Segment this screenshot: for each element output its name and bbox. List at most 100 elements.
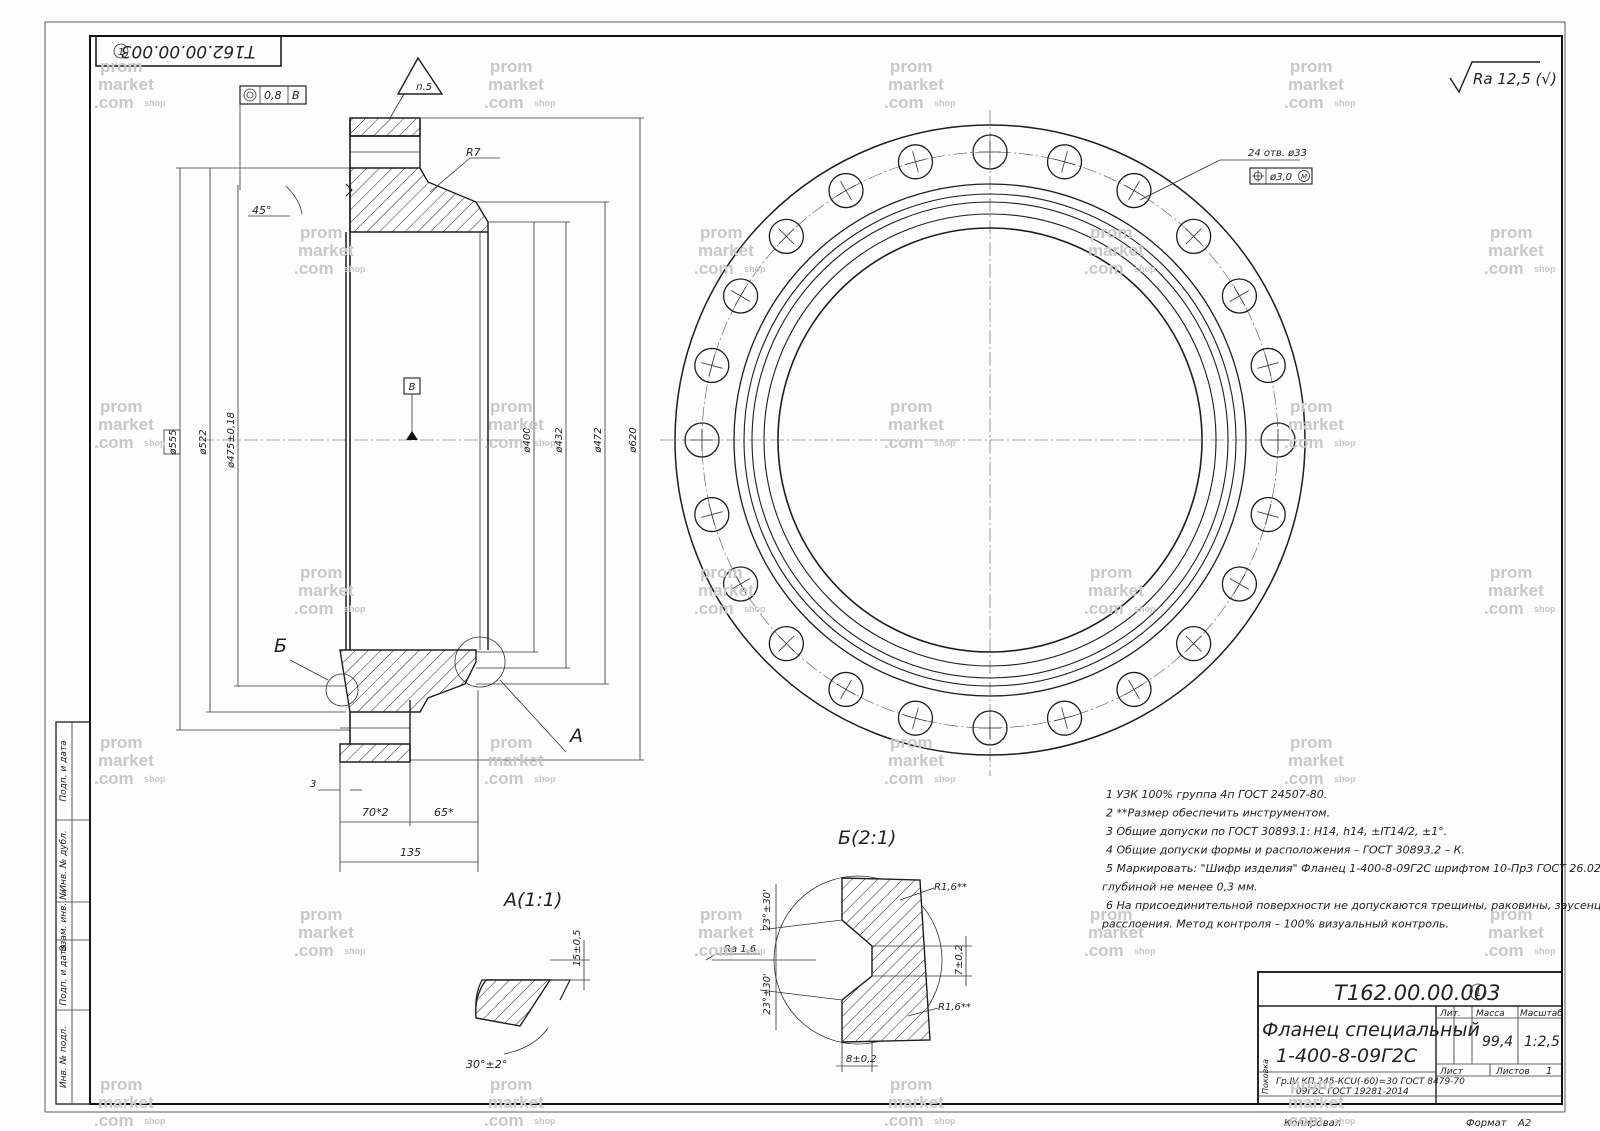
svg-text:shop: shop: [144, 438, 166, 448]
svg-text:shop: shop: [1534, 604, 1556, 614]
bolt-hole: [1116, 671, 1152, 708]
bolt-holes: [684, 134, 1296, 746]
svg-text:.com: .com: [884, 1111, 924, 1130]
svg-text:shop: shop: [1534, 946, 1556, 956]
svg-text:.com: .com: [694, 599, 734, 618]
svg-text:market: market: [1288, 1093, 1344, 1112]
svg-text:prom: prom: [890, 1075, 933, 1094]
sheet-label: Лист: [1439, 1067, 1464, 1077]
svg-text:market: market: [1088, 581, 1144, 600]
svg-text:shop: shop: [534, 438, 556, 448]
svg-text:shop: shop: [144, 1116, 166, 1126]
svg-text:.com: .com: [94, 93, 134, 112]
runout-tolerance-frame: 0,8 В: [239, 85, 307, 190]
bolt-hole: [1250, 496, 1286, 533]
svg-text:prom: prom: [1290, 57, 1333, 76]
bolt-hole: [972, 134, 1008, 170]
note-line: 2 **Размер обеспечить инструментом.: [1106, 807, 1330, 820]
detail-b-roughness: Ra 1,6: [724, 944, 756, 955]
svg-text:п.5: п.5: [416, 82, 432, 93]
bolt-hole: [722, 278, 759, 314]
svg-text:.com: .com: [94, 1111, 134, 1130]
svg-text:.com: .com: [694, 941, 734, 960]
bolt-hole: [694, 496, 730, 533]
svg-text:shop: shop: [934, 438, 956, 448]
svg-text:prom: prom: [100, 397, 143, 416]
svg-text:market: market: [298, 923, 354, 942]
svg-text:market: market: [698, 241, 754, 260]
svg-text:market: market: [298, 581, 354, 600]
position-tolerance: ø3,0: [1269, 172, 1292, 183]
svg-text:.com: .com: [484, 433, 524, 452]
dim-d475: ø475±0,18: [226, 412, 237, 469]
chamfer-angle-label: 45°: [252, 204, 272, 217]
general-roughness-sign: Ra 12,5 (√): [1449, 61, 1557, 94]
bolt-hole: [897, 144, 934, 180]
dim-d400: ø400: [522, 427, 533, 453]
svg-text:shop: shop: [1334, 98, 1356, 108]
svg-text:shop: shop: [1334, 438, 1356, 448]
bolt-hole: [1221, 278, 1258, 314]
dim-d620: ø620: [628, 427, 639, 453]
copied-label: Копировал: [1284, 1118, 1342, 1129]
svg-text:prom: prom: [490, 1075, 533, 1094]
dim-d522: ø522: [198, 429, 209, 455]
svg-text:prom: prom: [890, 733, 933, 752]
svg-text:prom: prom: [300, 563, 343, 582]
svg-text:.com: .com: [1484, 599, 1524, 618]
svg-text:market: market: [1088, 241, 1144, 260]
stamp-label: Подп. и дата: [59, 944, 69, 1005]
note-line: 3 Общие допуски по ГОСТ 30893.1: H14, h1…: [1106, 825, 1447, 838]
svg-text:market: market: [888, 751, 944, 770]
svg-text:shop: shop: [744, 264, 766, 274]
svg-text:prom: prom: [100, 733, 143, 752]
svg-text:prom: prom: [1490, 223, 1533, 242]
svg-text:market: market: [488, 751, 544, 770]
svg-text:prom: prom: [1090, 563, 1133, 582]
col-lit: Лит.: [1439, 1009, 1461, 1019]
inner-frame: [89, 35, 1563, 1105]
dim-70: 70*2: [362, 806, 389, 819]
general-roughness-label: Ra 12,5 (√): [1473, 70, 1557, 88]
svg-text:.com: .com: [484, 93, 524, 112]
svg-text:market: market: [888, 1093, 944, 1112]
svg-text:market: market: [1288, 415, 1344, 434]
svg-text:market: market: [1488, 581, 1544, 600]
svg-text:shop: shop: [744, 604, 766, 614]
svg-text:market: market: [888, 75, 944, 94]
detail-a-marker: А: [568, 725, 583, 747]
bolt-hole: [1175, 625, 1212, 662]
stamp-label: Инв. № подл.: [59, 1026, 69, 1088]
holes-callout: 24 отв. ø33: [1248, 148, 1307, 159]
flange-bore-circle: [777, 227, 1203, 653]
svg-text:market: market: [298, 241, 354, 260]
blank-label: Поковка: [1261, 1059, 1270, 1094]
svg-text:1: 1: [118, 47, 124, 58]
svg-text:shop: shop: [1334, 1116, 1356, 1126]
material-line1: Гр.IV КП 245-КСU(-60)=30 ГОСТ 8479-70: [1276, 1077, 1465, 1087]
svg-text:prom: prom: [300, 905, 343, 924]
bolt-hole: [828, 671, 864, 708]
svg-text:shop: shop: [934, 774, 956, 784]
flange-outer-circle: [674, 124, 1306, 756]
note-line: расслоения. Метод контроля – 100% визуал…: [1101, 918, 1449, 931]
detail-b-angle-top: 23°±30': [762, 889, 773, 931]
detail-b-radius-bottom: R1,6**: [938, 1002, 971, 1013]
datum-b-label: В: [409, 382, 416, 393]
note-line: 6 На присоединительной поверхности не до…: [1106, 899, 1600, 912]
svg-text:prom: prom: [100, 57, 143, 76]
bolt-hole: [768, 218, 805, 255]
svg-text:shop: shop: [144, 774, 166, 784]
note-line: 5 Маркировать: "Шифр изделия" Фланец 1-4…: [1106, 862, 1600, 875]
